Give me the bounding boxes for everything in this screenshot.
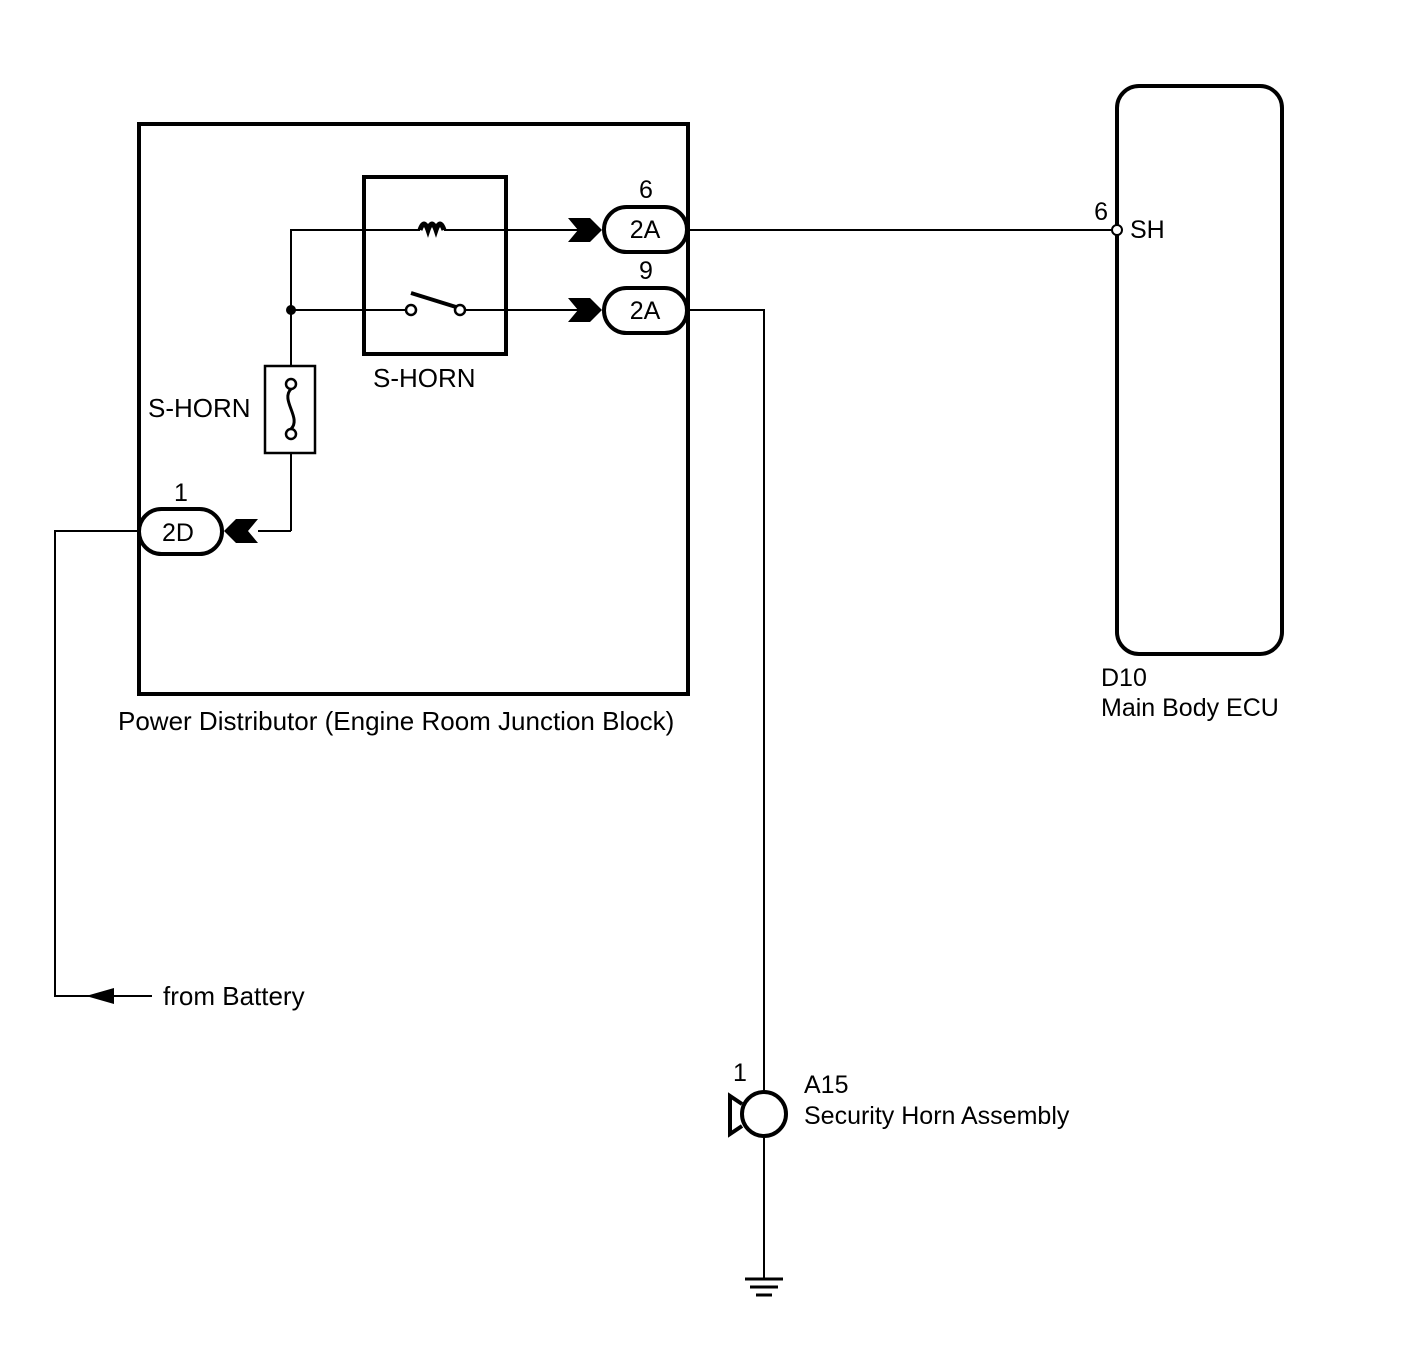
s-horn-fuse — [263, 364, 317, 455]
fuse-icon — [286, 387, 296, 431]
svg-text:2A: 2A — [630, 216, 661, 244]
pin-number-label: 9 — [639, 257, 653, 285]
switch-contact-right — [453, 303, 467, 317]
switch-arm — [410, 291, 457, 309]
ground-icon — [745, 1277, 783, 1297]
wire-to-horn — [687, 309, 765, 1092]
power-distributor-box — [137, 122, 690, 696]
horn-pin-number: 1 — [733, 1059, 747, 1087]
ecu-code-label: D10 — [1101, 664, 1147, 692]
pin-number-label: 6 — [639, 176, 653, 204]
relay-switch-circuit — [286, 291, 578, 317]
battery-arrow-icon — [86, 988, 114, 1004]
horn-name-label: Security Horn Assembly — [804, 1102, 1070, 1130]
connector-arrow-icon — [224, 519, 258, 543]
ecu-terminal-label: SH — [1130, 216, 1165, 244]
relay-coil-icon — [417, 221, 447, 238]
svg-text:2D: 2D — [162, 519, 194, 547]
s-horn-relay-box — [362, 175, 508, 356]
pin-number-label: 1 — [174, 479, 188, 507]
switch-contact-left — [404, 303, 418, 317]
s-horn-fuse-label: S-HORN — [148, 393, 251, 423]
junction-dot — [286, 305, 296, 315]
ecu-pin-number: 6 — [1094, 198, 1108, 226]
ecu-name-label: Main Body ECU — [1101, 694, 1279, 722]
connector-arrow-icon — [568, 218, 602, 242]
ecu-terminal-icon — [1111, 224, 1123, 236]
connector-2d-pin1: 2D 1 — [137, 479, 258, 556]
connector-2a-pin9: 2A 9 — [568, 257, 689, 335]
s-horn-relay-label: S-HORN — [373, 363, 476, 393]
connector-2a-pin6: 2A 6 — [568, 176, 689, 254]
svg-text:2A: 2A — [630, 297, 661, 325]
horn-icon — [728, 1090, 788, 1138]
connector-arrow-icon — [568, 298, 602, 322]
horn-code-label: A15 — [804, 1071, 848, 1099]
power-distributor-label: Power Distributor (Engine Room Junction … — [118, 706, 674, 736]
battery-label: from Battery — [163, 981, 305, 1011]
ecu-box — [1115, 84, 1284, 656]
